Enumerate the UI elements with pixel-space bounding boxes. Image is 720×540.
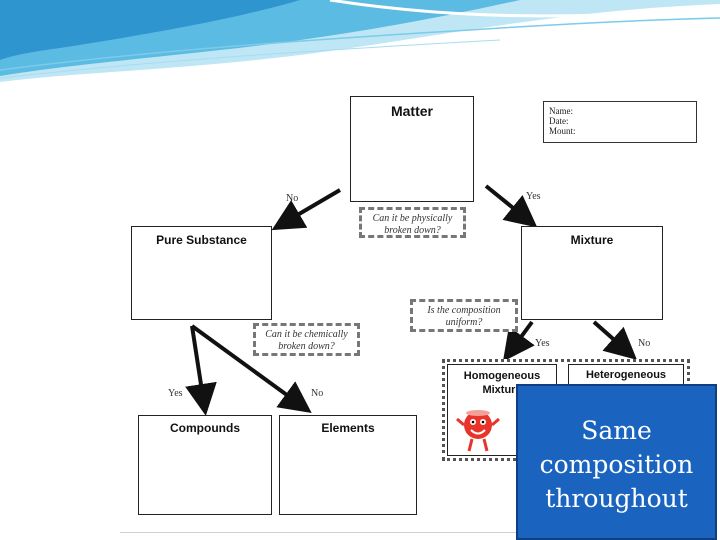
question-chemically: Can it be chemically broken down? — [253, 323, 360, 356]
elements-box: Elements — [279, 415, 417, 515]
pitcher-mascot-icon — [456, 410, 500, 452]
question-physically: Can it be physically broken down? — [359, 207, 466, 238]
mount-label: Mount: — [549, 126, 576, 136]
question-chemically-text: Can it be chemically broken down? — [265, 329, 348, 352]
compounds-title: Compounds — [170, 421, 240, 435]
name-label: Name: — [549, 106, 573, 116]
pure-substance-title: Pure Substance — [156, 233, 247, 247]
question-physically-text: Can it be physically broken down? — [372, 213, 453, 236]
label-matter-no: No — [286, 193, 299, 204]
label-matter-yes: Yes — [526, 191, 541, 202]
bottom-rule — [120, 532, 516, 533]
elements-title: Elements — [321, 421, 375, 435]
homogeneous-title: Homogeneous Mixture — [463, 370, 541, 396]
matter-title: Matter — [390, 103, 433, 119]
label-pure-yes: Yes — [168, 388, 183, 399]
matter-box: Matter — [350, 96, 474, 202]
info-box: Name: Date: Mount: — [543, 101, 697, 143]
label-mixture-yes: Yes — [535, 338, 550, 349]
mixture-box: Mixture — [521, 226, 663, 320]
callout-box: Same composition throughout — [516, 384, 717, 540]
arrow-matter-to-mixture — [484, 184, 538, 228]
compounds-box: Compounds — [138, 415, 272, 515]
arrow-mixture-to-heterogeneous — [592, 320, 637, 360]
date-label: Date: — [549, 116, 569, 126]
question-composition-text: Is the composition uniform? — [427, 305, 501, 328]
question-composition: Is the composition uniform? — [410, 299, 518, 332]
arrow-pure-to-compounds — [185, 325, 217, 416]
label-pure-no: No — [311, 388, 324, 399]
pure-substance-box: Pure Substance — [131, 226, 272, 320]
mixture-title: Mixture — [570, 233, 614, 247]
callout-text: Same composition throughout — [539, 416, 694, 513]
heterogeneous-title: Heterogeneous — [585, 369, 667, 381]
label-mixture-no: No — [638, 338, 651, 349]
top-banner — [0, 0, 720, 82]
